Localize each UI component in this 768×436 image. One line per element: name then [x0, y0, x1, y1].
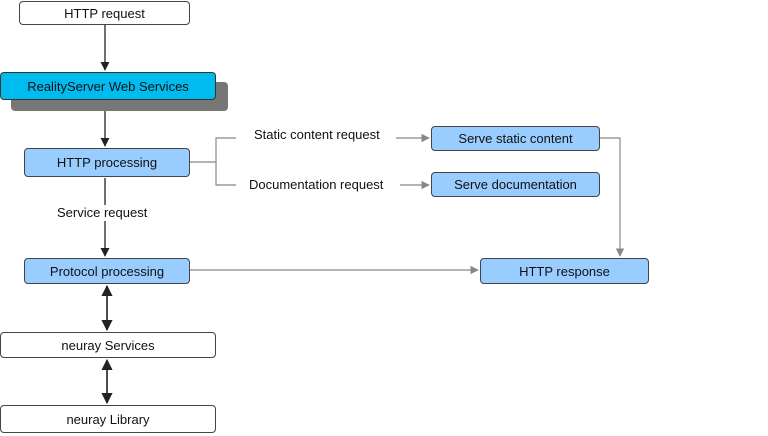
node-protocol-processing: Protocol processing	[24, 258, 190, 284]
branch-http-processing	[190, 137, 236, 163]
node-serve-docs: Serve documentation	[431, 172, 600, 197]
node-http-response: HTTP response	[480, 258, 649, 284]
arrow-static-to-response	[600, 137, 625, 257]
node-web-services: RealityServer Web Services	[0, 72, 216, 100]
node-http-request: HTTP request	[19, 1, 190, 25]
label-documentation-request: Documentation request	[246, 177, 387, 193]
label-service-request: Service request	[54, 205, 151, 221]
branch-http-processing-docs	[215, 162, 236, 186]
label-static-request: Static content request	[251, 127, 383, 143]
node-neuray-services: neuray Services	[0, 332, 216, 358]
node-serve-static: Serve static content	[431, 126, 600, 151]
node-neuray-library: neuray Library	[0, 405, 216, 433]
node-http-processing: HTTP processing	[24, 148, 190, 177]
